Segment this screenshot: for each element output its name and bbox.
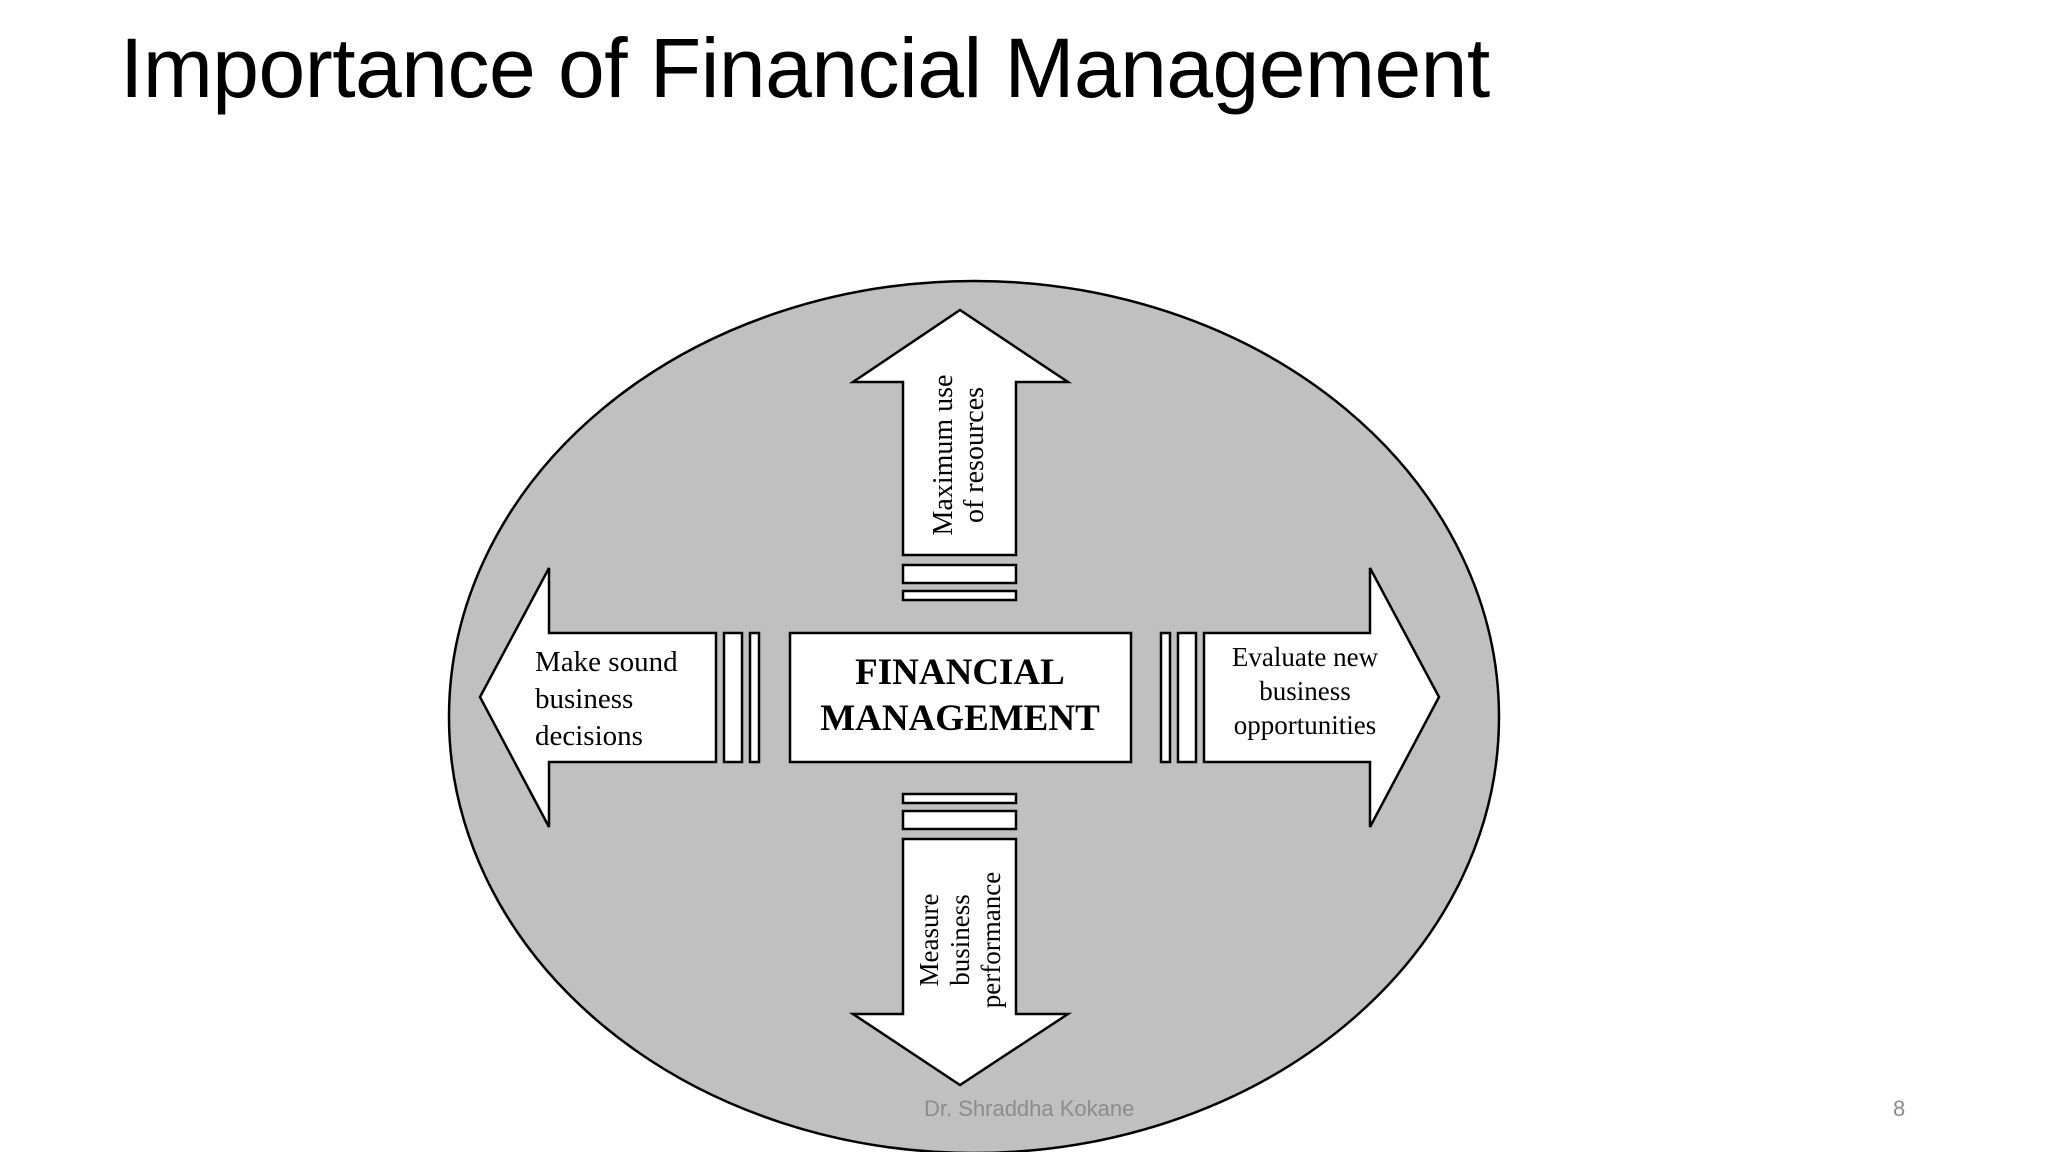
up-arrow-shape — [848, 308, 1073, 557]
right-connector-bar-thin — [1159, 631, 1172, 764]
down-arrow-label-line2: business — [945, 894, 975, 986]
right-arrow-label-line3: opportunities — [1234, 710, 1377, 740]
center-box — [788, 631, 1133, 764]
right-arrow-label-line2: business — [1259, 676, 1351, 706]
left-connector-bar-wide — [722, 631, 744, 764]
page-number: 8 — [1893, 1096, 1906, 1121]
up-arrow-label-line1: Maximum use — [928, 375, 959, 536]
footer-author: Dr. Shraddha Kokane — [924, 1096, 1135, 1121]
left-arrow-label-line1: Make sound — [535, 646, 678, 678]
right-arrow-shape — [1202, 567, 1441, 828]
up-connector-bar-thin — [901, 589, 1018, 602]
center-label-line2: MANAGEMENT — [820, 698, 1100, 739]
right-arrow-label-line1: Evaluate new — [1232, 642, 1379, 672]
up-arrow-label-line2: of resources — [959, 387, 990, 523]
center-label-line1: FINANCIAL — [855, 652, 1065, 693]
down-connector-bar-wide — [901, 809, 1018, 831]
down-connector-bar-thin — [901, 792, 1018, 805]
down-arrow-label-line3: performance — [976, 872, 1006, 1008]
left-arrow-body — [478, 567, 718, 828]
right-connector-bar-wide — [1176, 631, 1198, 764]
up-connector-bar-wide — [901, 563, 1018, 585]
left-arrow-label-line3: decisions — [535, 720, 643, 752]
down-arrow-shape — [848, 837, 1073, 1087]
left-arrow-label-line2: business — [535, 683, 633, 715]
slide-title: Importance of Financial Management — [120, 21, 1490, 115]
down-arrow-label-line1: Measure — [914, 894, 944, 987]
left-connector-bar-thin — [748, 631, 761, 764]
